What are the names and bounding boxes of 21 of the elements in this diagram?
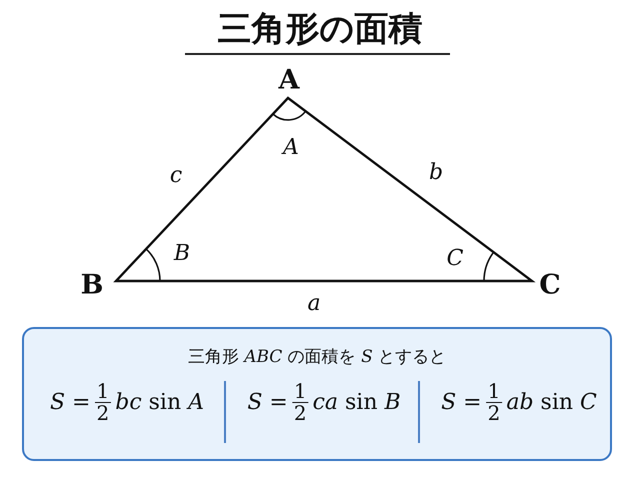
formula-text: ca sin B	[312, 390, 401, 415]
angle-label: A	[283, 137, 299, 159]
formula-text: S =	[441, 390, 482, 415]
fraction: 1 2	[94, 381, 112, 424]
vertex-label: A	[278, 66, 300, 94]
fraction: 1 2	[292, 381, 309, 424]
formula-panel	[22, 327, 612, 461]
title: 三角形の面積	[216, 8, 424, 51]
formula-text: S =	[247, 390, 288, 415]
vertex-label: C	[539, 272, 561, 298]
side-label: c	[170, 165, 182, 187]
formula-text: S =	[50, 390, 90, 415]
side-label: b	[428, 162, 444, 184]
formula-text: ab sin C	[506, 390, 597, 415]
formula-text: bc sin A	[115, 390, 204, 415]
vertex-label: B	[80, 272, 104, 298]
panel-heading: 三角形 ABC の面積を S とすると	[186, 346, 448, 368]
angle-label: B	[174, 243, 190, 265]
angle-label: C	[446, 248, 464, 270]
fraction: 1 2	[486, 381, 502, 424]
side-label: a	[307, 293, 321, 315]
